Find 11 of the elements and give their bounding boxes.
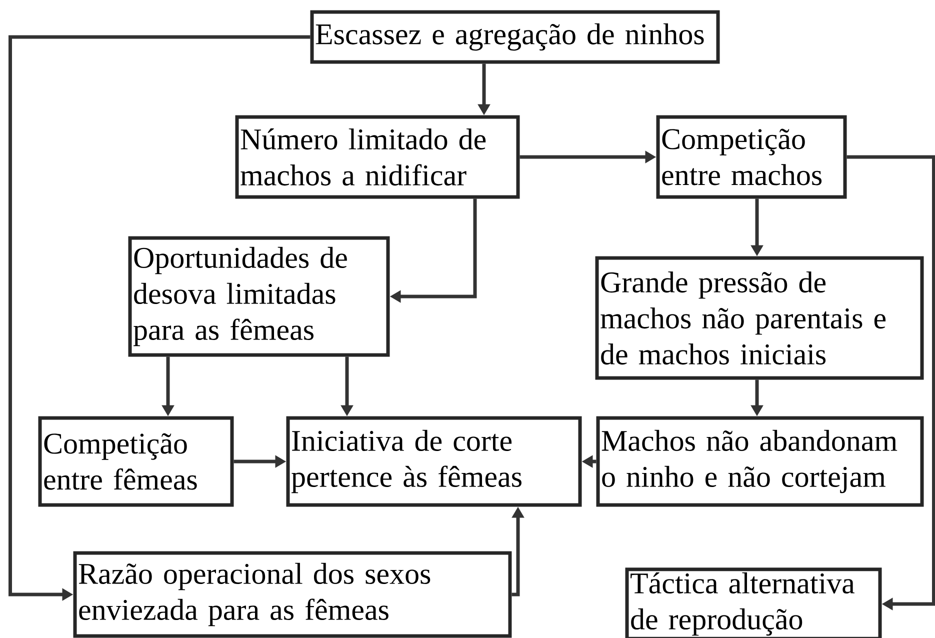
process-box: Razão operacional dos sexos enviezada para as fêmeas — [73, 551, 512, 638]
process-box: Escassez e agregação de ninhos — [310, 10, 720, 64]
process-box: Competição entre fêmeas — [38, 416, 234, 507]
process-box: Oportunidades de desova limitadas para as fêmeas — [128, 236, 390, 357]
process-box: Competição entre machos — [656, 115, 847, 199]
process-box: Machos não abandonam o ninho e não cortejam — [596, 416, 924, 507]
arrow — [846, 155, 935, 610]
process-box: Iniciativa de corte pertence às fêmeas — [286, 416, 582, 507]
process-box: Número limitado de machos a nidificar — [235, 115, 520, 199]
process-box: Grande pressão de machos não parentais e de machos iniciais — [595, 256, 924, 380]
process-box: Táctica alternativa de reprodução — [625, 568, 882, 638]
